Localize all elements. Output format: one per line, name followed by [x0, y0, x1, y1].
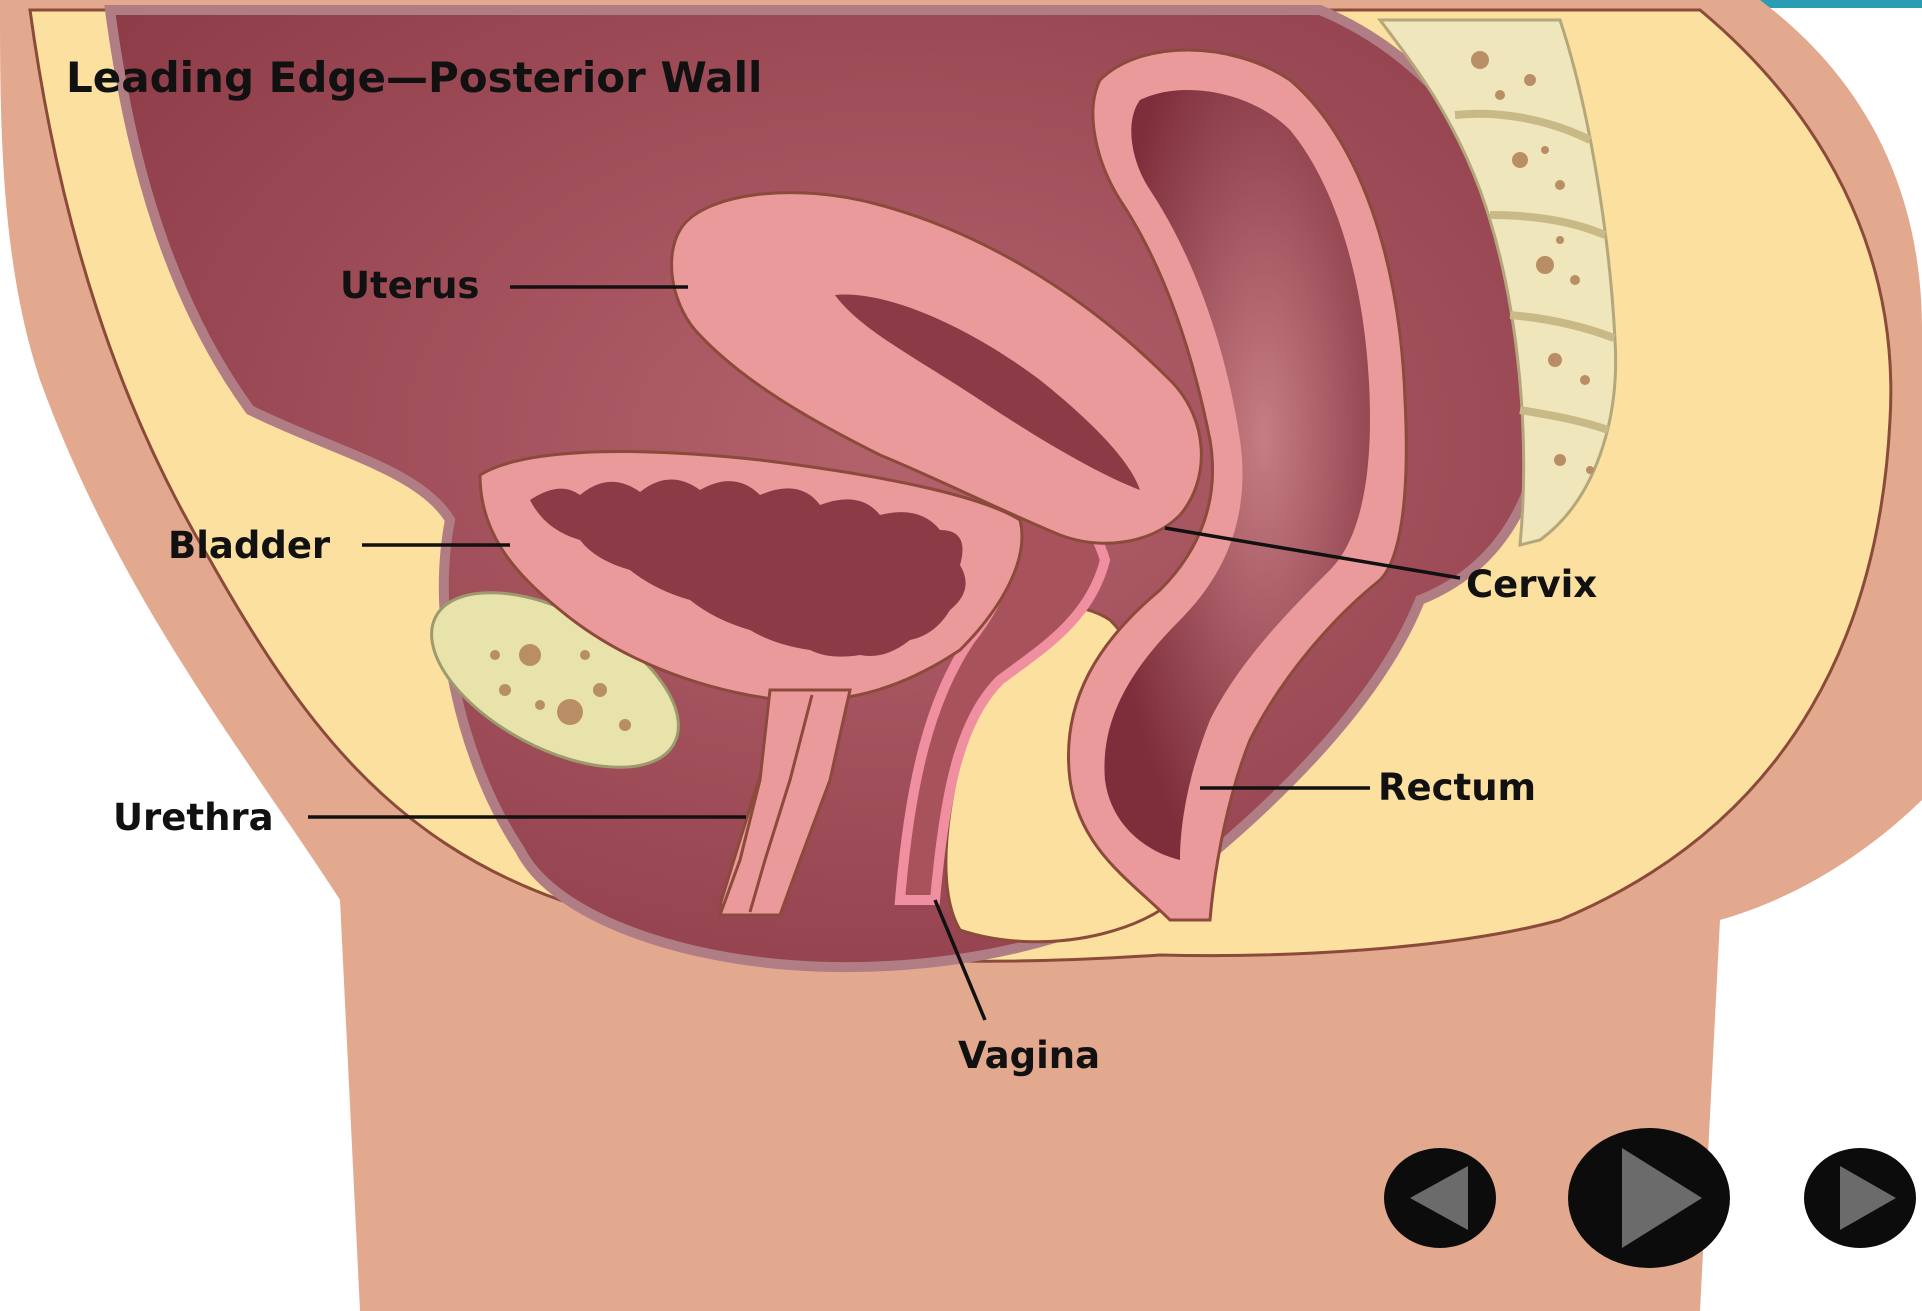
forward-button[interactable] [1804, 1148, 1916, 1248]
label-bladder: Bladder [168, 524, 331, 567]
label-vagina: Vagina [958, 1034, 1100, 1077]
label-uterus: Uterus [340, 264, 479, 307]
label-cervix: Cervix [1466, 563, 1597, 606]
back-button[interactable] [1384, 1148, 1496, 1248]
label-urethra: Urethra [113, 796, 274, 839]
label-rectum: Rectum [1378, 766, 1536, 809]
play-button[interactable] [1568, 1128, 1730, 1268]
diagram-title: Leading Edge—Posterior Wall [66, 53, 762, 102]
